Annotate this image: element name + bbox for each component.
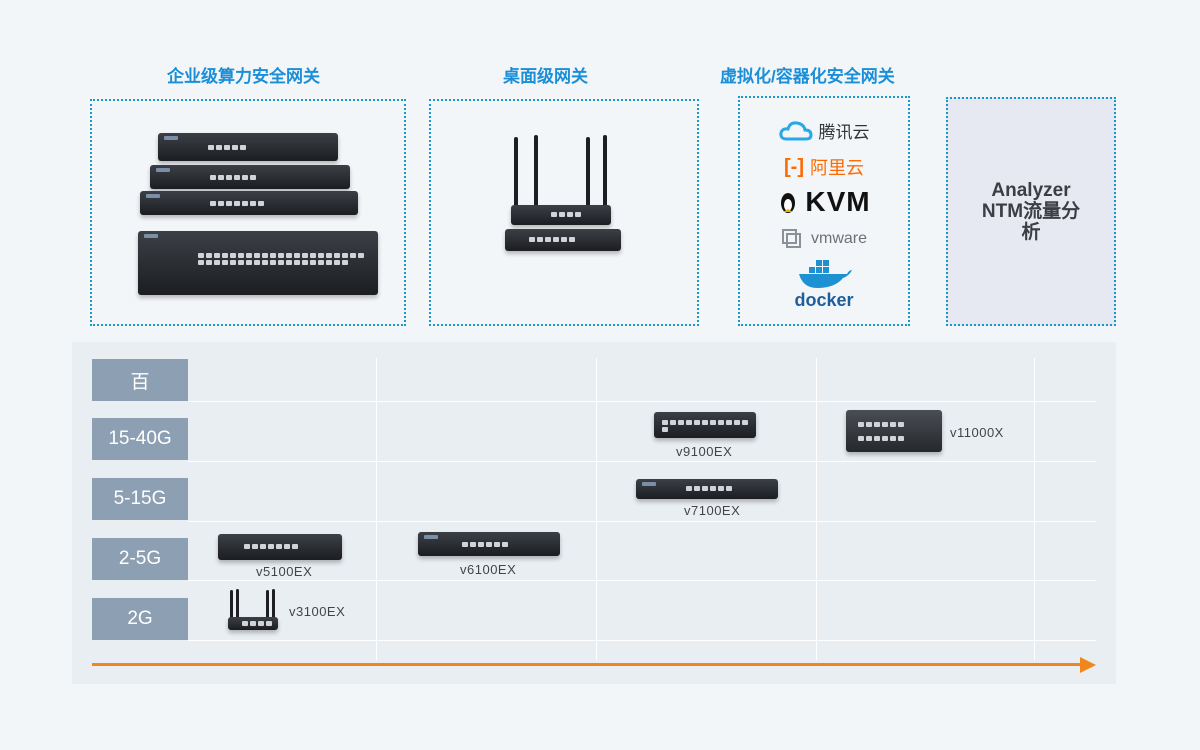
desktop-gateway-panel — [429, 99, 699, 326]
docker-logo: docker — [740, 258, 908, 311]
category-title-enterprise: 企业级算力安全网关 — [167, 67, 320, 86]
throughput-grid — [72, 342, 1116, 684]
tencent-cloud-icon — [778, 120, 813, 140]
penguin-icon — [781, 193, 796, 213]
tier-label-15-40g: 15-40G — [92, 418, 188, 460]
aliyun-icon: [-] — [784, 155, 804, 178]
kvm-logo: KVM — [740, 186, 908, 218]
throughput-arrow-line — [92, 663, 1082, 666]
vmware-logo: vmware — [740, 228, 908, 250]
aliyun-text: 阿里云 — [809, 158, 864, 178]
desktop-gateway-image — [431, 101, 697, 324]
analyzer-label: Analyzer NTM流量分 析 — [981, 180, 1081, 243]
analyzer-panel: Analyzer NTM流量分 析 — [946, 97, 1116, 326]
model-label-v6100ex: v6100EX — [460, 562, 517, 577]
tencent-cloud-logo: 腾讯云 — [740, 118, 908, 143]
docker-text: docker — [794, 290, 854, 310]
model-label-v5100ex: v5100EX — [256, 564, 313, 579]
arrow-right-icon — [1080, 657, 1096, 673]
enterprise-gateway-image — [92, 101, 404, 324]
tier-label-hundred: 百 — [92, 359, 188, 401]
virtual-gateway-panel: 腾讯云 [-] 阿里云 KVM vmware docker — [738, 96, 910, 326]
docker-whale-icon — [799, 260, 852, 288]
category-title-virtual: 虚拟化/容器化安全网关 — [720, 67, 895, 86]
model-label-v9100ex: v9100EX — [676, 444, 733, 459]
vmware-text: vmware — [810, 230, 867, 247]
tier-label-2g: 2G — [92, 598, 188, 640]
v9100ex-image — [654, 412, 756, 438]
tencent-cloud-text: 腾讯云 — [818, 123, 870, 142]
v7100ex-image — [636, 479, 778, 499]
kvm-text: KVM — [805, 186, 871, 217]
aliyun-logo: [-] 阿里云 — [740, 154, 908, 180]
model-label-v7100ex: v7100EX — [684, 503, 741, 518]
category-title-desktop: 桌面级网关 — [503, 67, 588, 86]
model-label-v3100ex: v3100EX — [289, 604, 346, 619]
enterprise-gateway-panel — [90, 99, 406, 326]
model-label-v11000x: v11000X — [950, 425, 1004, 440]
v6100ex-image — [418, 532, 560, 556]
tier-label-2-5g: 2-5G — [92, 538, 188, 580]
tier-label-5-15g: 5-15G — [92, 478, 188, 520]
v5100ex-image — [218, 534, 342, 560]
v11000x-image — [846, 410, 942, 452]
vmware-icon — [781, 229, 801, 248]
